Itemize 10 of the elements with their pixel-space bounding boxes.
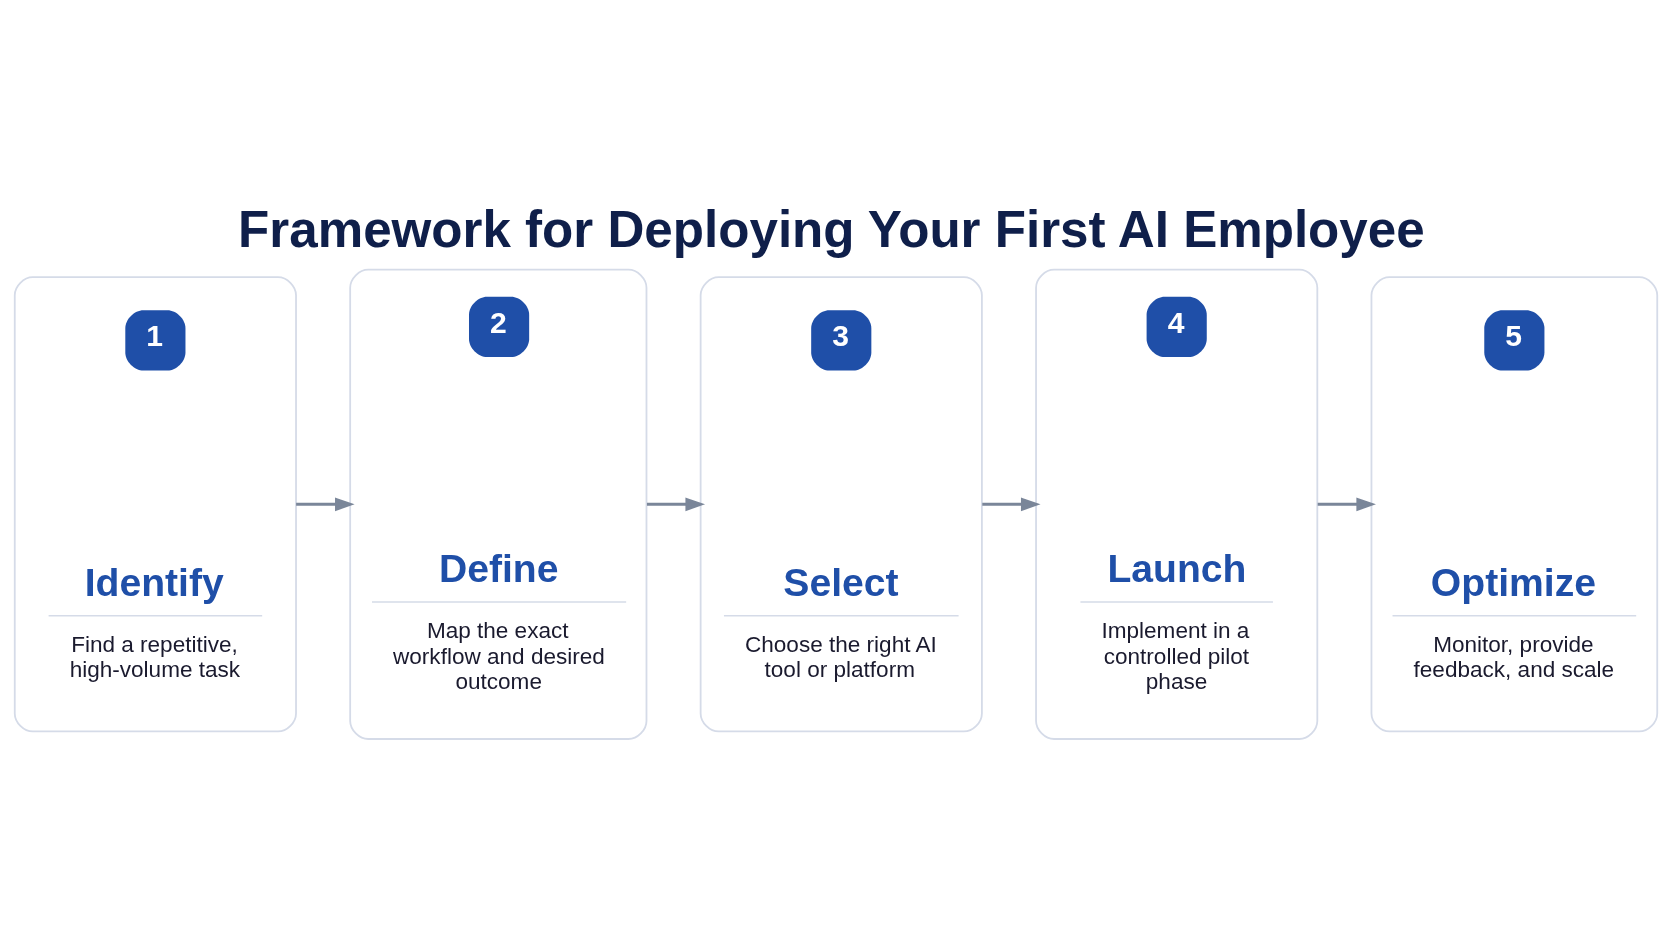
node-box: 5 Optimize Monitor, provide feedback, and scale <box>1370 276 1659 733</box>
node-box: 4 Launch Implement in a controlled pilot phase <box>1035 268 1319 740</box>
node-box: 1 Identify Find a repetitive, high-volume task <box>13 276 297 733</box>
node-box: 2 Define Map the exact workflow and desired outcome <box>349 268 648 740</box>
arrow <box>646 497 705 512</box>
arrow <box>1317 497 1376 512</box>
node-box: 3 Select Choose the right AI tool or platform <box>699 276 983 733</box>
arrow <box>982 497 1041 512</box>
arrow <box>296 497 355 512</box>
diagram-title: Framework for Deploying Your First AI Employee <box>238 201 1425 259</box>
